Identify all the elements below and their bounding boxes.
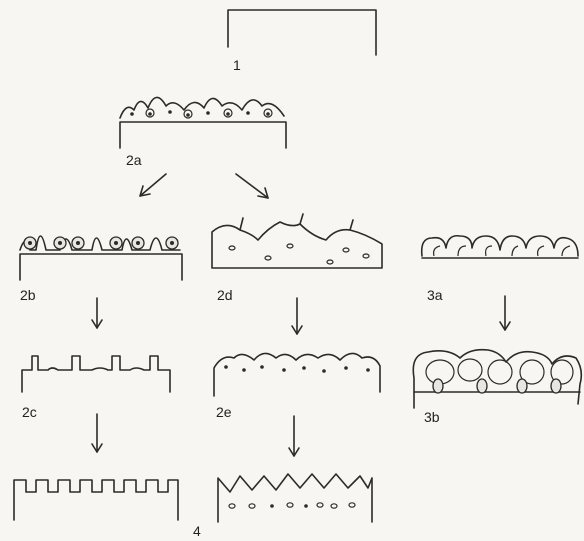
stage-3a-shape — [422, 236, 578, 258]
label-3a: 3a — [427, 287, 443, 303]
label-2c: 2c — [22, 404, 37, 420]
label-2d: 2d — [217, 287, 233, 303]
arrow-3a-to-3b — [500, 296, 510, 330]
stage-2c-shape — [22, 356, 170, 392]
label-2a: 2a — [126, 152, 142, 168]
label-1: 1 — [233, 57, 241, 73]
stage-2d-shape — [212, 214, 382, 268]
label-2b: 2b — [20, 287, 36, 303]
label-3b: 3b — [424, 409, 440, 425]
stage-4-right-shape — [218, 474, 372, 522]
stage-4-left-shape — [14, 480, 178, 520]
arrow-2d-to-2e — [292, 298, 302, 334]
arrow-2e-to-4 — [289, 416, 299, 456]
stage-1-shape — [228, 10, 376, 55]
stage-3b-shape — [413, 350, 581, 408]
label-2e: 2e — [216, 404, 232, 420]
stage-2e-shape — [214, 353, 380, 396]
stage-2b-shape — [20, 236, 182, 280]
arrow-2a-to-2b — [140, 174, 166, 196]
arrow-2c-to-4 — [92, 414, 102, 452]
label-4: 4 — [193, 523, 201, 539]
arrow-2a-to-2d — [236, 174, 268, 198]
stage-2a-shape — [120, 97, 286, 148]
arrow-2b-to-2c — [92, 298, 102, 328]
